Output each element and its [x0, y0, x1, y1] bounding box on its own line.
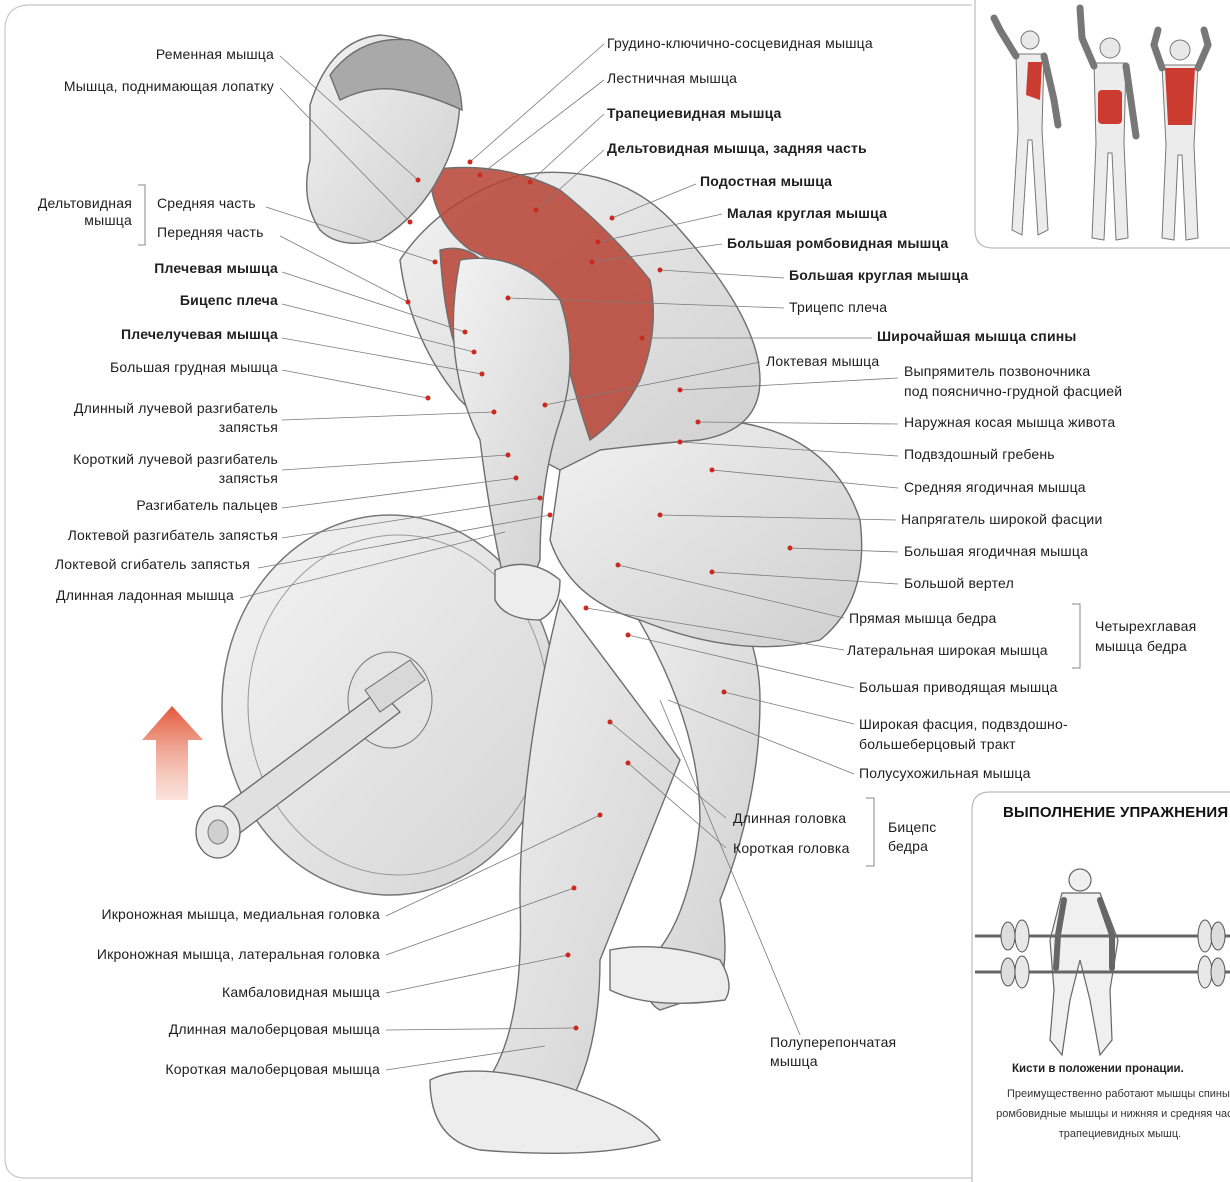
- label-anconeus: Локтевая мышца: [766, 353, 879, 370]
- label-semitend: Полусухожильная мышца: [859, 765, 1031, 782]
- panel-title: ВЫПОЛНЕНИЕ УПРАЖНЕНИЯ: [1003, 804, 1228, 821]
- up-arrow-icon: [142, 706, 203, 800]
- label-pec-major: Большая грудная мышца: [40, 359, 278, 376]
- label-erector: Выпрямитель позвоночника под пояснично-г…: [904, 361, 1122, 401]
- label-ext-oblique: Наружная косая мышца живота: [904, 414, 1115, 431]
- label-rhomboid: Большая ромбовидная мышца: [727, 235, 949, 252]
- thumb-figure-front: [1080, 8, 1136, 240]
- label-glute-med: Средняя ягодичная мышца: [904, 479, 1086, 496]
- thumbnail-panel: [975, 0, 1230, 248]
- label-ecrl: Длинный лучевой разгибатель запястья: [20, 399, 278, 437]
- label-brachialis: Плечевая мышца: [40, 260, 278, 277]
- label-ecu: Локтевой разгибатель запястья: [20, 527, 278, 544]
- label-bf-long: Длинная головка: [733, 810, 846, 827]
- label-peroneus-long: Длинная малоберцовая мышца: [20, 1021, 380, 1038]
- label-tfl: Напрягатель широкой фасции: [901, 511, 1102, 528]
- label-teres-minor: Малая круглая мышца: [727, 205, 887, 222]
- label-glute-max: Большая ягодичная мышца: [904, 543, 1088, 560]
- label-fcu: Локтевой сгибатель запястья: [10, 556, 250, 573]
- label-infraspinatus: Подостная мышца: [700, 173, 832, 190]
- label-trapezius: Трапециевидная мышца: [607, 105, 782, 122]
- label-triceps: Трицепс плеча: [789, 299, 887, 316]
- label-bf-short: Короткая головка: [733, 840, 850, 857]
- label-splenius: Ременная мышца: [100, 46, 274, 63]
- thumb-figure-side: [1154, 30, 1208, 240]
- label-biceps: Бицепс плеча: [40, 292, 278, 309]
- label-scm: Грудино-ключично-сосцевидная мышца: [607, 35, 873, 52]
- label-levator: Мышца, поднимающая лопатку: [20, 78, 274, 95]
- panel-caption-bold: Кисти в положении пронации.: [1012, 1063, 1184, 1075]
- label-semimemb: Полуперепончатая мышца: [770, 1033, 896, 1071]
- label-it-band: Широкая фасция, подвздошно- большеберцов…: [859, 714, 1068, 754]
- label-vastus-lat: Латеральная широкая мышца: [847, 642, 1048, 659]
- label-brachioradialis: Плечелучевая мышца: [40, 326, 278, 343]
- label-lats: Широчайшая мышца спины: [877, 328, 1077, 345]
- label-deltoid-middle: Средняя часть: [157, 195, 256, 212]
- label-soleus: Камбаловидная мышца: [20, 984, 380, 1001]
- label-scalene: Лестничная мышца: [607, 70, 737, 87]
- label-gastro-lat: Икроножная мышца, латеральная головка: [20, 946, 380, 963]
- label-ecrb: Короткий лучевой разгибатель запястья: [20, 450, 278, 488]
- label-teres-major: Большая круглая мышца: [789, 267, 968, 284]
- label-rectus-femoris: Прямая мышца бедра: [849, 610, 996, 627]
- label-adductor: Большая приводящая мышца: [859, 679, 1058, 696]
- label-bf-group: Бицепс бедра: [888, 818, 936, 856]
- thumb-figure-back: [994, 18, 1058, 235]
- label-deltoid-group: Дельтовидная мышца: [20, 195, 132, 229]
- label-deltoid-front: Передняя часть: [157, 224, 264, 241]
- label-palmaris: Длинная ладонная мышца: [10, 587, 234, 604]
- label-peroneus-short: Короткая малоберцовая мышца: [20, 1061, 380, 1078]
- label-trochanter: Большой вертел: [904, 575, 1014, 592]
- label-gastro-med: Икроножная мышца, медиальная головка: [20, 906, 380, 923]
- label-rear-delt: Дельтовидная мышца, задняя часть: [607, 140, 867, 157]
- panel-caption-text: Преимущественно работают мышцы спины, ро…: [975, 1084, 1230, 1144]
- label-ext-digitorum: Разгибатель пальцев: [20, 497, 278, 514]
- label-quad-group: Четырехглавая мышца бедра: [1095, 616, 1196, 656]
- label-iliac-crest: Подвздошный гребень: [904, 446, 1055, 463]
